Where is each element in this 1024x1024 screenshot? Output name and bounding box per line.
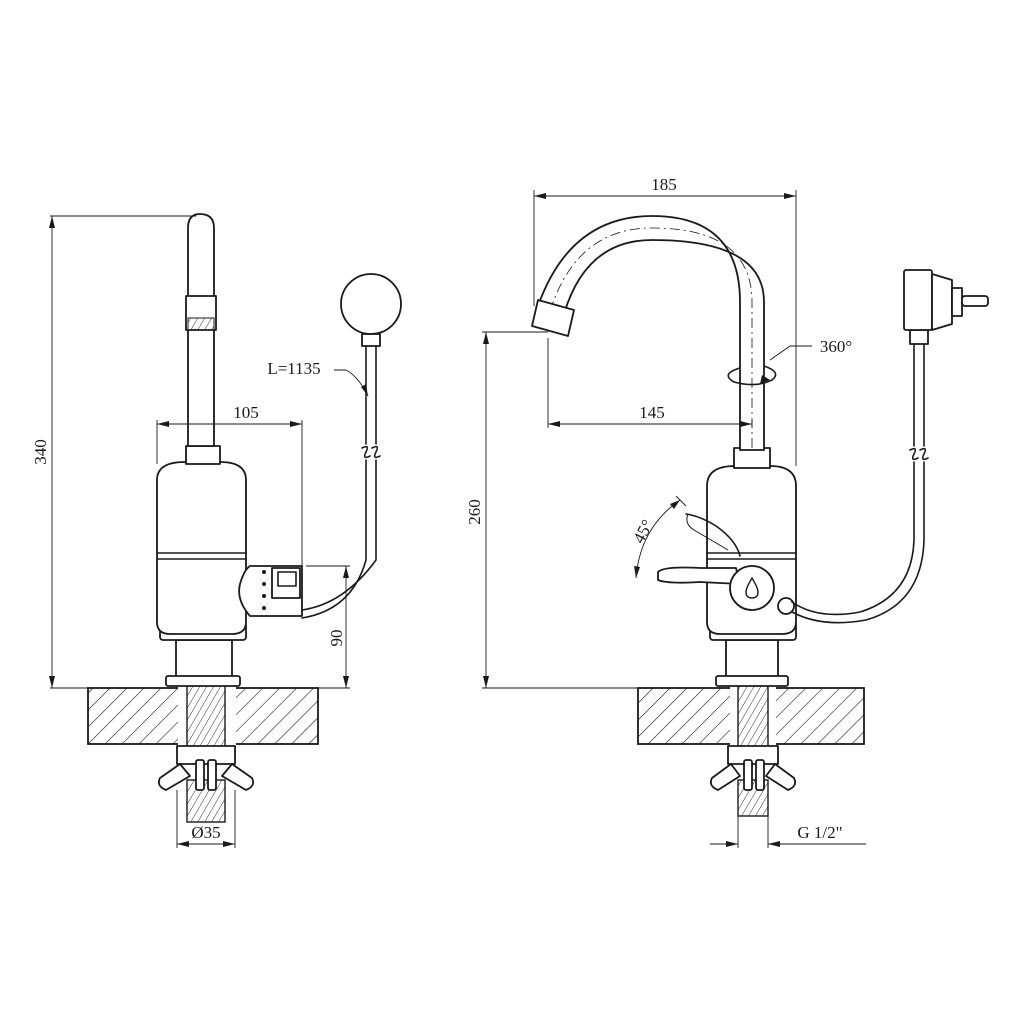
left-side-view: 340 105 L=1135 90 Ø35	[31, 213, 402, 848]
dim-spout-reach: 145	[639, 403, 665, 422]
threaded-stud-right	[737, 683, 769, 753]
dim-width-left: 105	[233, 403, 259, 422]
dim-lever-angle: 45°	[629, 516, 657, 546]
dim-display-height: 90	[327, 630, 346, 647]
dim-rotation: 360°	[820, 337, 852, 356]
dim-cable-length: L=1135	[267, 359, 320, 378]
wing-nut-right	[709, 745, 797, 791]
control-lever	[657, 513, 775, 611]
threaded-stud-left	[186, 683, 226, 753]
power-cable-right	[777, 269, 989, 624]
dim-height-left: 340	[31, 439, 50, 465]
power-plug-icon	[903, 269, 989, 331]
display-unit-left	[238, 565, 303, 617]
spout-left	[185, 213, 217, 447]
dim-height-right: 260	[465, 499, 484, 525]
right-front-view: 360° 45°	[465, 175, 989, 848]
plug-end-left	[340, 273, 402, 335]
wing-nut-left	[157, 745, 255, 791]
dim-diameter: Ø35	[191, 823, 220, 842]
power-cable-left	[301, 273, 402, 619]
dim-reach: 185	[651, 175, 677, 194]
dim-thread: G 1/2"	[797, 823, 842, 842]
heater-body-left	[156, 461, 247, 635]
